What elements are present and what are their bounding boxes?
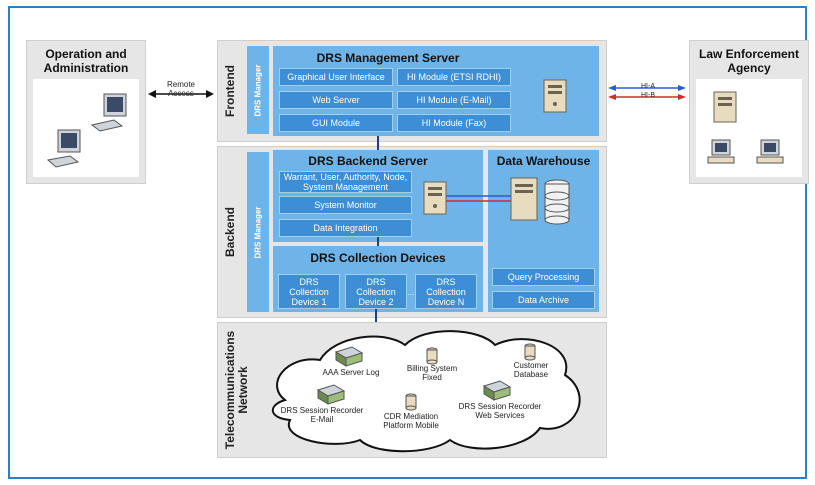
devices-ellipsis: ... [407, 288, 415, 297]
aaa-server-log-label: AAA Server Log [322, 368, 380, 377]
data-warehouse-panel: Data Warehouse [488, 150, 599, 312]
module-gui-module: GUI Module [279, 114, 393, 132]
frontend-drs-manager: DRS Manager [247, 46, 269, 134]
operation-admin-panel: Operation and Administration [26, 40, 146, 184]
frontend-label: Frontend [223, 65, 237, 117]
module-hi-etsi: HI Module (ETSI RDHI) [397, 68, 511, 86]
module-warrant-management: Warrant, User, Authority, Node, System M… [279, 171, 412, 193]
law-enforcement-area [696, 79, 802, 177]
drs-management-server-title: DRS Management Server [316, 51, 460, 65]
module-data-integration: Data Integration [279, 219, 412, 237]
hi-b-label: HI-B [641, 92, 655, 99]
operation-admin-area [33, 79, 139, 177]
remote-access-label: Remote Access [166, 80, 195, 98]
module-web-server: Web Server [279, 91, 393, 109]
module-query-processing: Query Processing [492, 268, 595, 286]
module-system-monitor: System Monitor [279, 196, 412, 214]
module-hi-fax: HI Module (Fax) [397, 114, 511, 132]
backend-label: Backend [223, 206, 237, 258]
hi-a-label: HI-A [641, 83, 655, 90]
law-enforcement-panel: Law Enforcement Agency [689, 40, 809, 184]
module-gui: Graphical User Interface [279, 68, 393, 86]
operation-admin-title: Operation and Administration [43, 47, 129, 75]
drs-backend-server-title: DRS Backend Server [308, 154, 428, 168]
module-data-archive: Data Archive [492, 291, 595, 309]
data-warehouse-title: Data Warehouse [496, 154, 591, 168]
drs-collection-devices-title: DRS Collection Devices [310, 251, 446, 265]
law-enforcement-title: Law Enforcement Agency [698, 47, 800, 75]
telecom-section [217, 322, 607, 458]
backend-drs-manager: DRS Manager [247, 152, 269, 312]
module-hi-email: HI Module (E-Mail) [397, 91, 511, 109]
